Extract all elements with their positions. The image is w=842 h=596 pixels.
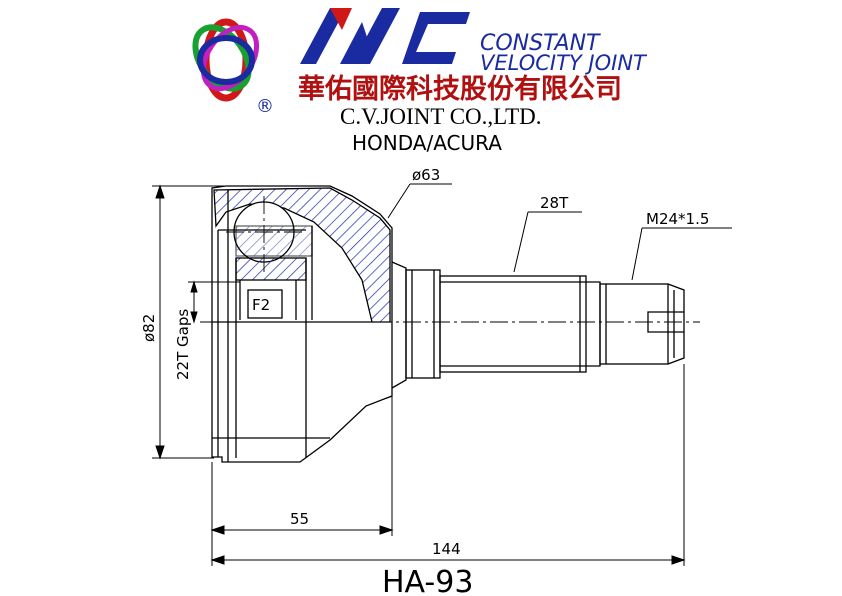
centerlines: [200, 196, 700, 323]
length-bell-label: 55: [290, 510, 309, 528]
outer-diameter-label: ø82: [140, 314, 158, 342]
brand-logo: ® CONSTANT VELOCITY JOINT 華佑國際科技股份有限公司 C…: [192, 8, 648, 155]
tagline-line1: CONSTANT: [480, 31, 601, 56]
spline-label: 28T: [540, 194, 569, 212]
company-chinese-name: 華佑國際科技股份有限公司: [298, 74, 622, 105]
company-english-name: C.V.JOINT CO.,LTD.: [340, 104, 542, 129]
registered-mark: ®: [256, 96, 274, 117]
application-label: HONDA/ACURA: [352, 131, 502, 155]
rings-logo-icon: [192, 18, 260, 102]
part-number: HA-93: [382, 565, 473, 596]
thread-label: M24*1.5: [646, 210, 709, 228]
bell-diameter-label: ø63: [412, 166, 440, 184]
code-label: F2: [252, 296, 270, 314]
length-total-label: 144: [432, 540, 461, 558]
dimension-lines: [152, 183, 732, 566]
gaps-label: 22T Gaps: [174, 309, 192, 380]
joint-outline: [211, 185, 685, 463]
tagline-line2: VELOCITY JOINT: [480, 51, 648, 75]
yac-letters-logo: [300, 8, 470, 64]
